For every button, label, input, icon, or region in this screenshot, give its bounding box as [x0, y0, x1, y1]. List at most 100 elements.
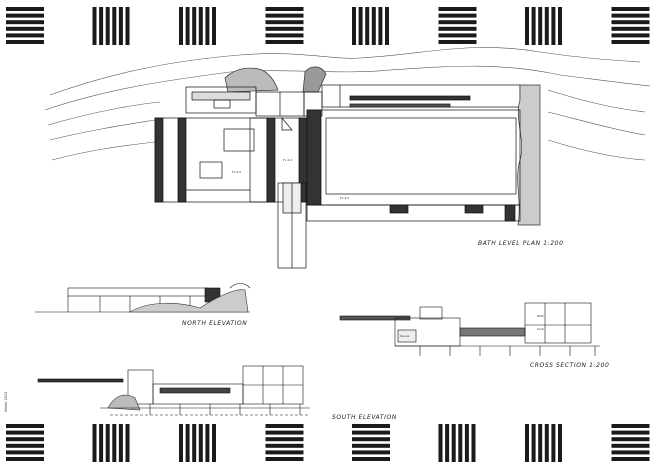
stripe: [112, 424, 117, 462]
stripe: [544, 424, 549, 462]
stripe-tile: [265, 424, 304, 461]
stripe: [265, 424, 304, 428]
signature: Name 2015: [4, 391, 8, 412]
stripe: [525, 7, 529, 45]
stripe: [544, 7, 549, 45]
stripe-tile: [92, 7, 130, 45]
stripe: [352, 437, 390, 442]
stripe: [265, 33, 304, 38]
plan-tag-b: FL 2.0: [283, 158, 293, 162]
stripe: [352, 443, 390, 448]
stripe: [458, 424, 463, 462]
stripe: [611, 437, 650, 442]
south-elevation-label: SOUTH ELEVATION: [332, 414, 397, 421]
cross-section-label: CROSS SECTION 1:200: [530, 362, 610, 369]
south-elevation: [37, 365, 310, 416]
stripe-tile: [352, 7, 389, 45]
stripe: [92, 7, 97, 45]
stripe-tile: [92, 424, 130, 462]
stripe: [205, 7, 210, 45]
stripe: [438, 33, 477, 38]
stripe: [92, 424, 97, 462]
stripe: [438, 26, 477, 31]
plan-tag-c: FL 4.0: [340, 196, 350, 200]
stripe: [6, 424, 44, 428]
stripe: [551, 7, 556, 45]
stripe: [378, 7, 383, 45]
stripe: [611, 13, 650, 18]
stripe: [6, 33, 44, 38]
stripe-tile: [179, 7, 216, 45]
stripe: [531, 7, 536, 45]
plan-tag-a: FL 2.0: [232, 170, 242, 174]
stripe: [551, 424, 556, 462]
stripe: [198, 424, 203, 462]
stripe: [265, 26, 304, 31]
stripe: [205, 424, 210, 462]
stripe: [611, 443, 650, 448]
stripe: [6, 13, 44, 18]
stripe: [105, 424, 110, 462]
stripe: [358, 7, 363, 45]
stripe: [611, 430, 650, 435]
stripe: [212, 424, 216, 462]
stripe-tile: [525, 7, 562, 45]
stripe: [265, 7, 304, 11]
stripe: [438, 7, 477, 11]
stripe: [611, 457, 650, 461]
bath-level-plan: [154, 66, 541, 269]
stripe: [6, 26, 44, 31]
site-contours: [44, 47, 651, 161]
stripe: [538, 424, 543, 462]
stripe: [352, 7, 356, 45]
stripe: [611, 33, 650, 38]
stripe: [99, 424, 104, 462]
stripe: [118, 424, 123, 462]
stripe: [365, 7, 370, 45]
stripe: [265, 20, 304, 25]
stripe: [611, 424, 650, 428]
stripe: [265, 40, 304, 44]
stripe: [438, 13, 477, 18]
stripe: [558, 424, 562, 462]
stripe: [185, 7, 190, 45]
stripe: [538, 7, 543, 45]
bottom-stripe-border: [6, 424, 650, 462]
stripe: [385, 7, 389, 45]
stripe: [118, 7, 123, 45]
stripe-tile: [611, 424, 650, 461]
bath-plan-label: BATH LEVEL PLAN 1:200: [478, 240, 564, 247]
stripe: [179, 7, 183, 45]
stripe-tile: [179, 424, 216, 462]
section-tag-c: Sauna: [400, 334, 410, 338]
stripe-tile: [525, 424, 562, 462]
stripe: [125, 7, 130, 45]
stripe: [105, 7, 110, 45]
stripe: [371, 7, 376, 45]
stripe: [352, 430, 390, 435]
stripe: [611, 20, 650, 25]
stripe: [352, 450, 390, 455]
stripe: [6, 7, 44, 11]
section-tag-b: Club: [537, 327, 544, 331]
top-stripe-border: [6, 7, 650, 45]
stripe-tile: [265, 7, 304, 44]
stripe: [471, 424, 476, 462]
stripe-tile: [438, 7, 477, 44]
section-tag-a: Bath: [537, 314, 544, 318]
stripe: [6, 430, 44, 435]
stripe: [192, 7, 197, 45]
stripe-tile: [6, 7, 44, 44]
stripe: [265, 437, 304, 442]
stripe: [438, 424, 443, 462]
stripe: [185, 424, 190, 462]
stripe: [451, 424, 456, 462]
stripe: [531, 424, 536, 462]
stripe: [6, 443, 44, 448]
stripe: [265, 443, 304, 448]
stripe: [6, 40, 44, 44]
stripe-tile: [438, 424, 476, 462]
stripe: [99, 7, 104, 45]
stripe: [438, 20, 477, 25]
